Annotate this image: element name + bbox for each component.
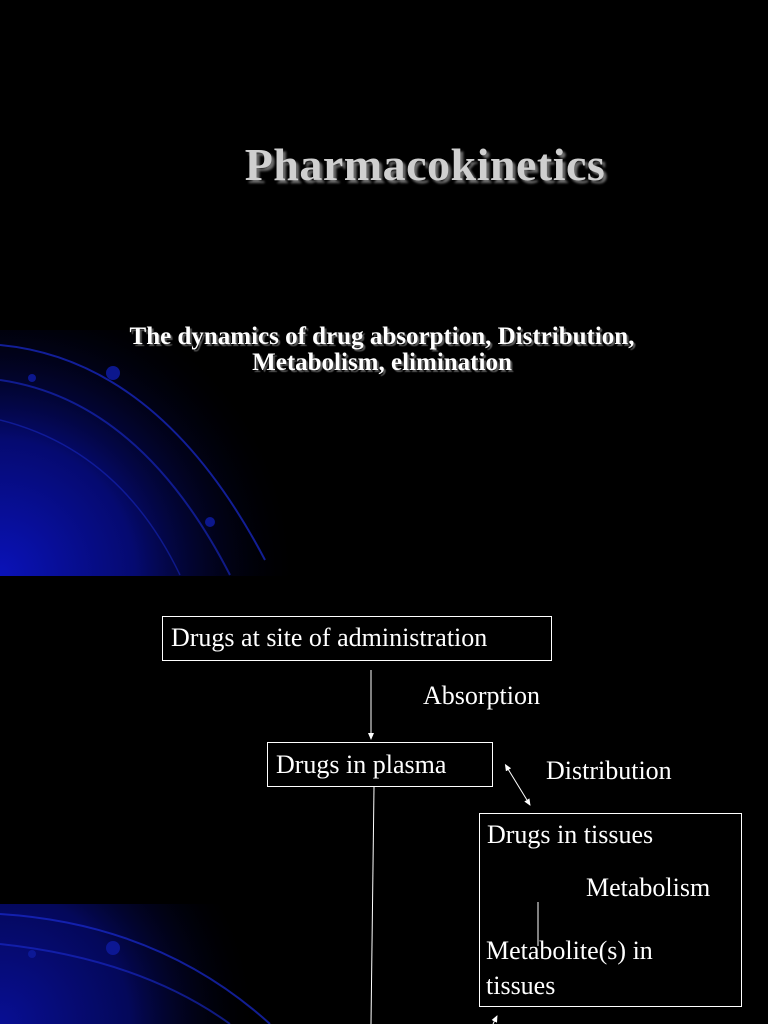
box-site-of-administration: Drugs at site of administration: [162, 616, 552, 661]
decorative-arcs-lower: [0, 904, 300, 1024]
box-plasma-text: Drugs in plasma: [276, 750, 447, 779]
slide-subtitle: The dynamics of drug absorption, Distrib…: [40, 324, 724, 376]
subtitle-line-2: Metabolism, elimination: [252, 349, 512, 376]
decorative-arcs-upper: [0, 330, 300, 576]
box-drugs-in-plasma: Drugs in plasma: [267, 742, 493, 787]
tissue-return-arrow: [491, 1015, 498, 1024]
box-drugs-in-tissues: Drugs in tissues: [479, 813, 742, 1007]
plasma-down-line: [370, 786, 375, 1024]
label-absorption: Absorption: [423, 681, 540, 710]
slide-title: Pharmacokinetics: [244, 139, 606, 190]
label-distribution: Distribution: [546, 756, 672, 785]
subtitle-line-1: The dynamics of drug absorption, Distrib…: [129, 323, 635, 350]
box-tissues-text: Drugs in tissues: [487, 820, 654, 849]
metabolite-line-1: Metabolite(s) in: [486, 936, 653, 965]
label-metabolism: Metabolism: [586, 873, 711, 902]
metabolite-text: Metabolite(s) in tissues: [486, 933, 653, 1003]
distribution-arrow: [504, 763, 531, 806]
metabolite-line-2: tissues: [486, 971, 556, 1000]
box-site-text: Drugs at site of administration: [171, 623, 488, 652]
